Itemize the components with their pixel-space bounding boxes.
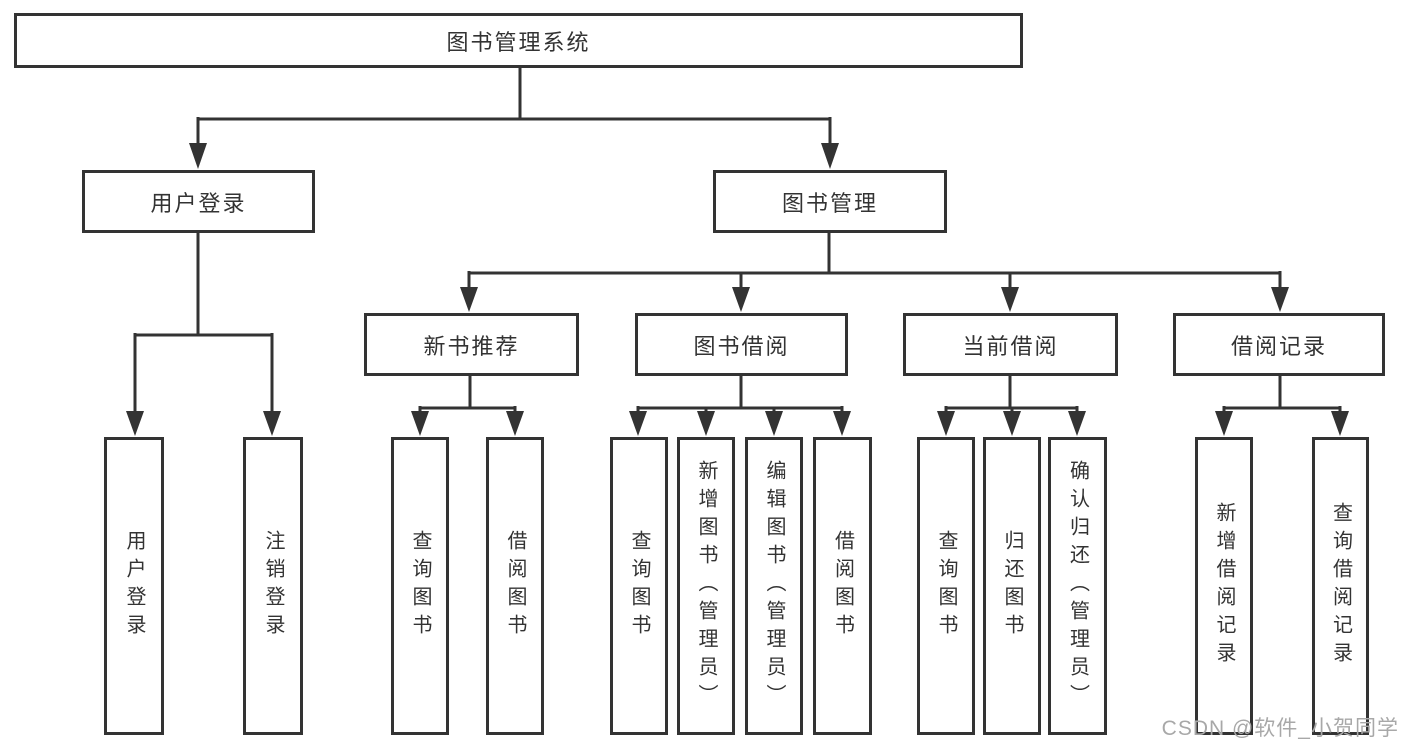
leaf-borrow-books-recommend: 借阅图书 — [486, 437, 544, 735]
leaf-label: 借阅图书 — [831, 530, 854, 642]
leaf-label: 用户登录 — [123, 530, 145, 642]
leaf-add-borrow-record: 新增借阅记录 — [1195, 437, 1253, 735]
node-book-borrowing: 图书借阅 — [635, 313, 848, 376]
leaf-label: 注销登录 — [262, 530, 284, 642]
leaf-label: 查询借阅记录 — [1329, 502, 1352, 670]
leaf-add-book-admin: 新增图书（管理员） — [677, 437, 735, 735]
leaf-label: 新增图书（管理员） — [695, 460, 717, 712]
leaf-query-books-current: 查询图书 — [917, 437, 975, 735]
leaf-logout: 注销登录 — [243, 437, 303, 735]
leaf-label: 查询图书 — [409, 530, 431, 642]
node-user-login: 用户登录 — [82, 170, 315, 233]
leaf-query-books-recommend: 查询图书 — [391, 437, 449, 735]
leaf-edit-book-admin: 编辑图书（管理员） — [745, 437, 803, 735]
watermark: CSDN @软件_小贺同学 — [1161, 717, 1399, 740]
leaf-borrow-books: 借阅图书 — [813, 437, 872, 735]
leaf-user-login: 用户登录 — [104, 437, 164, 735]
leaf-label: 归还图书 — [1001, 530, 1023, 642]
node-current-borrowing: 当前借阅 — [903, 313, 1118, 376]
leaf-return-book: 归还图书 — [983, 437, 1041, 735]
node-new-book-recommendation: 新书推荐 — [364, 313, 579, 376]
leaf-label: 编辑图书（管理员） — [763, 460, 785, 712]
leaf-label: 确认归还（管理员） — [1066, 460, 1089, 712]
leaf-confirm-return-admin: 确认归还（管理员） — [1048, 437, 1107, 735]
node-borrowing-records: 借阅记录 — [1173, 313, 1385, 376]
leaf-query-books-borrow: 查询图书 — [610, 437, 668, 735]
leaf-query-borrow-record: 查询借阅记录 — [1312, 437, 1369, 735]
node-book-management: 图书管理 — [713, 170, 947, 233]
leaf-label: 新增借阅记录 — [1213, 502, 1235, 670]
leaf-label: 借阅图书 — [504, 530, 526, 642]
leaf-label: 查询图书 — [935, 530, 957, 642]
node-library-management-system: 图书管理系统 — [14, 13, 1023, 68]
leaf-label: 查询图书 — [628, 530, 650, 642]
